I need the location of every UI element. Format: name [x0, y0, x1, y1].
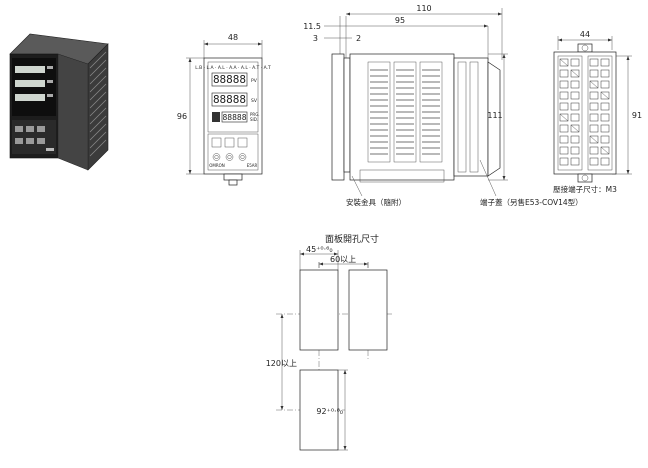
rear-view: 44 91 壓接端子尺寸：M3: [553, 30, 642, 194]
product-photo: [9, 33, 109, 171]
crimp-terminal-label: 壓接端子尺寸：M3: [553, 184, 617, 194]
front-display-row-label: L.B · L.A · A.L · A.A · A.L · A.T · A.T: [195, 65, 271, 71]
sid-label: SID.: [250, 117, 258, 122]
side-dim-2: 2: [356, 34, 361, 43]
rear-width-dim: 44: [580, 30, 590, 39]
prg-digits: 88888: [222, 113, 246, 122]
rear-height-dim: 91: [632, 111, 642, 120]
side-dim-3: 3: [313, 34, 318, 43]
panel-cutout-title: 面板開孔尺寸: [325, 233, 379, 245]
cutout-hole-bottom-left: [299, 369, 339, 451]
front-width-dim: 48: [228, 33, 238, 42]
panel-cutout: 面板開孔尺寸 45⁺⁰·⁶₀ 60以上 120以上 92⁺⁰·⁸₀: [266, 233, 392, 451]
prg-label: PRG.: [250, 112, 260, 117]
sv-digits: 88888: [213, 93, 246, 106]
side-view: 110 95 11.5 3 2: [303, 4, 582, 207]
pv-label: PV: [251, 78, 258, 84]
pv-digits: 88888: [213, 73, 246, 86]
cutout-hole-top-left: [299, 269, 339, 351]
front-height-dim: 96: [177, 112, 187, 121]
side-total-dim: 110: [416, 4, 431, 13]
cutout-width-tolerance: 45⁺⁰·⁶₀: [306, 245, 333, 254]
cutout-height-tolerance: 92⁺⁰·⁸₀: [316, 407, 343, 416]
terminal-cover-label: 端子蓋（另售E53-COV14型）: [480, 197, 583, 207]
front-key-label: OMRON: [209, 163, 225, 168]
side-depth-dim: 95: [395, 16, 405, 25]
mount-bracket-label: 安裝金具（隨附）: [346, 197, 406, 207]
front-foot-label: E5AR: [247, 163, 258, 168]
sv-label: SV: [251, 98, 258, 104]
side-height-dim: 111: [487, 111, 502, 120]
cutout-horizontal-pitch: 60以上: [330, 255, 356, 264]
side-bezel-dim: 11.5: [303, 22, 321, 31]
cutout-hole-top-right: [348, 269, 388, 351]
front-view: 48 96 L.B · L.A · A.L · A.A · A.L · A.T …: [177, 33, 271, 186]
cutout-vertical-pitch: 120以上: [266, 359, 297, 368]
